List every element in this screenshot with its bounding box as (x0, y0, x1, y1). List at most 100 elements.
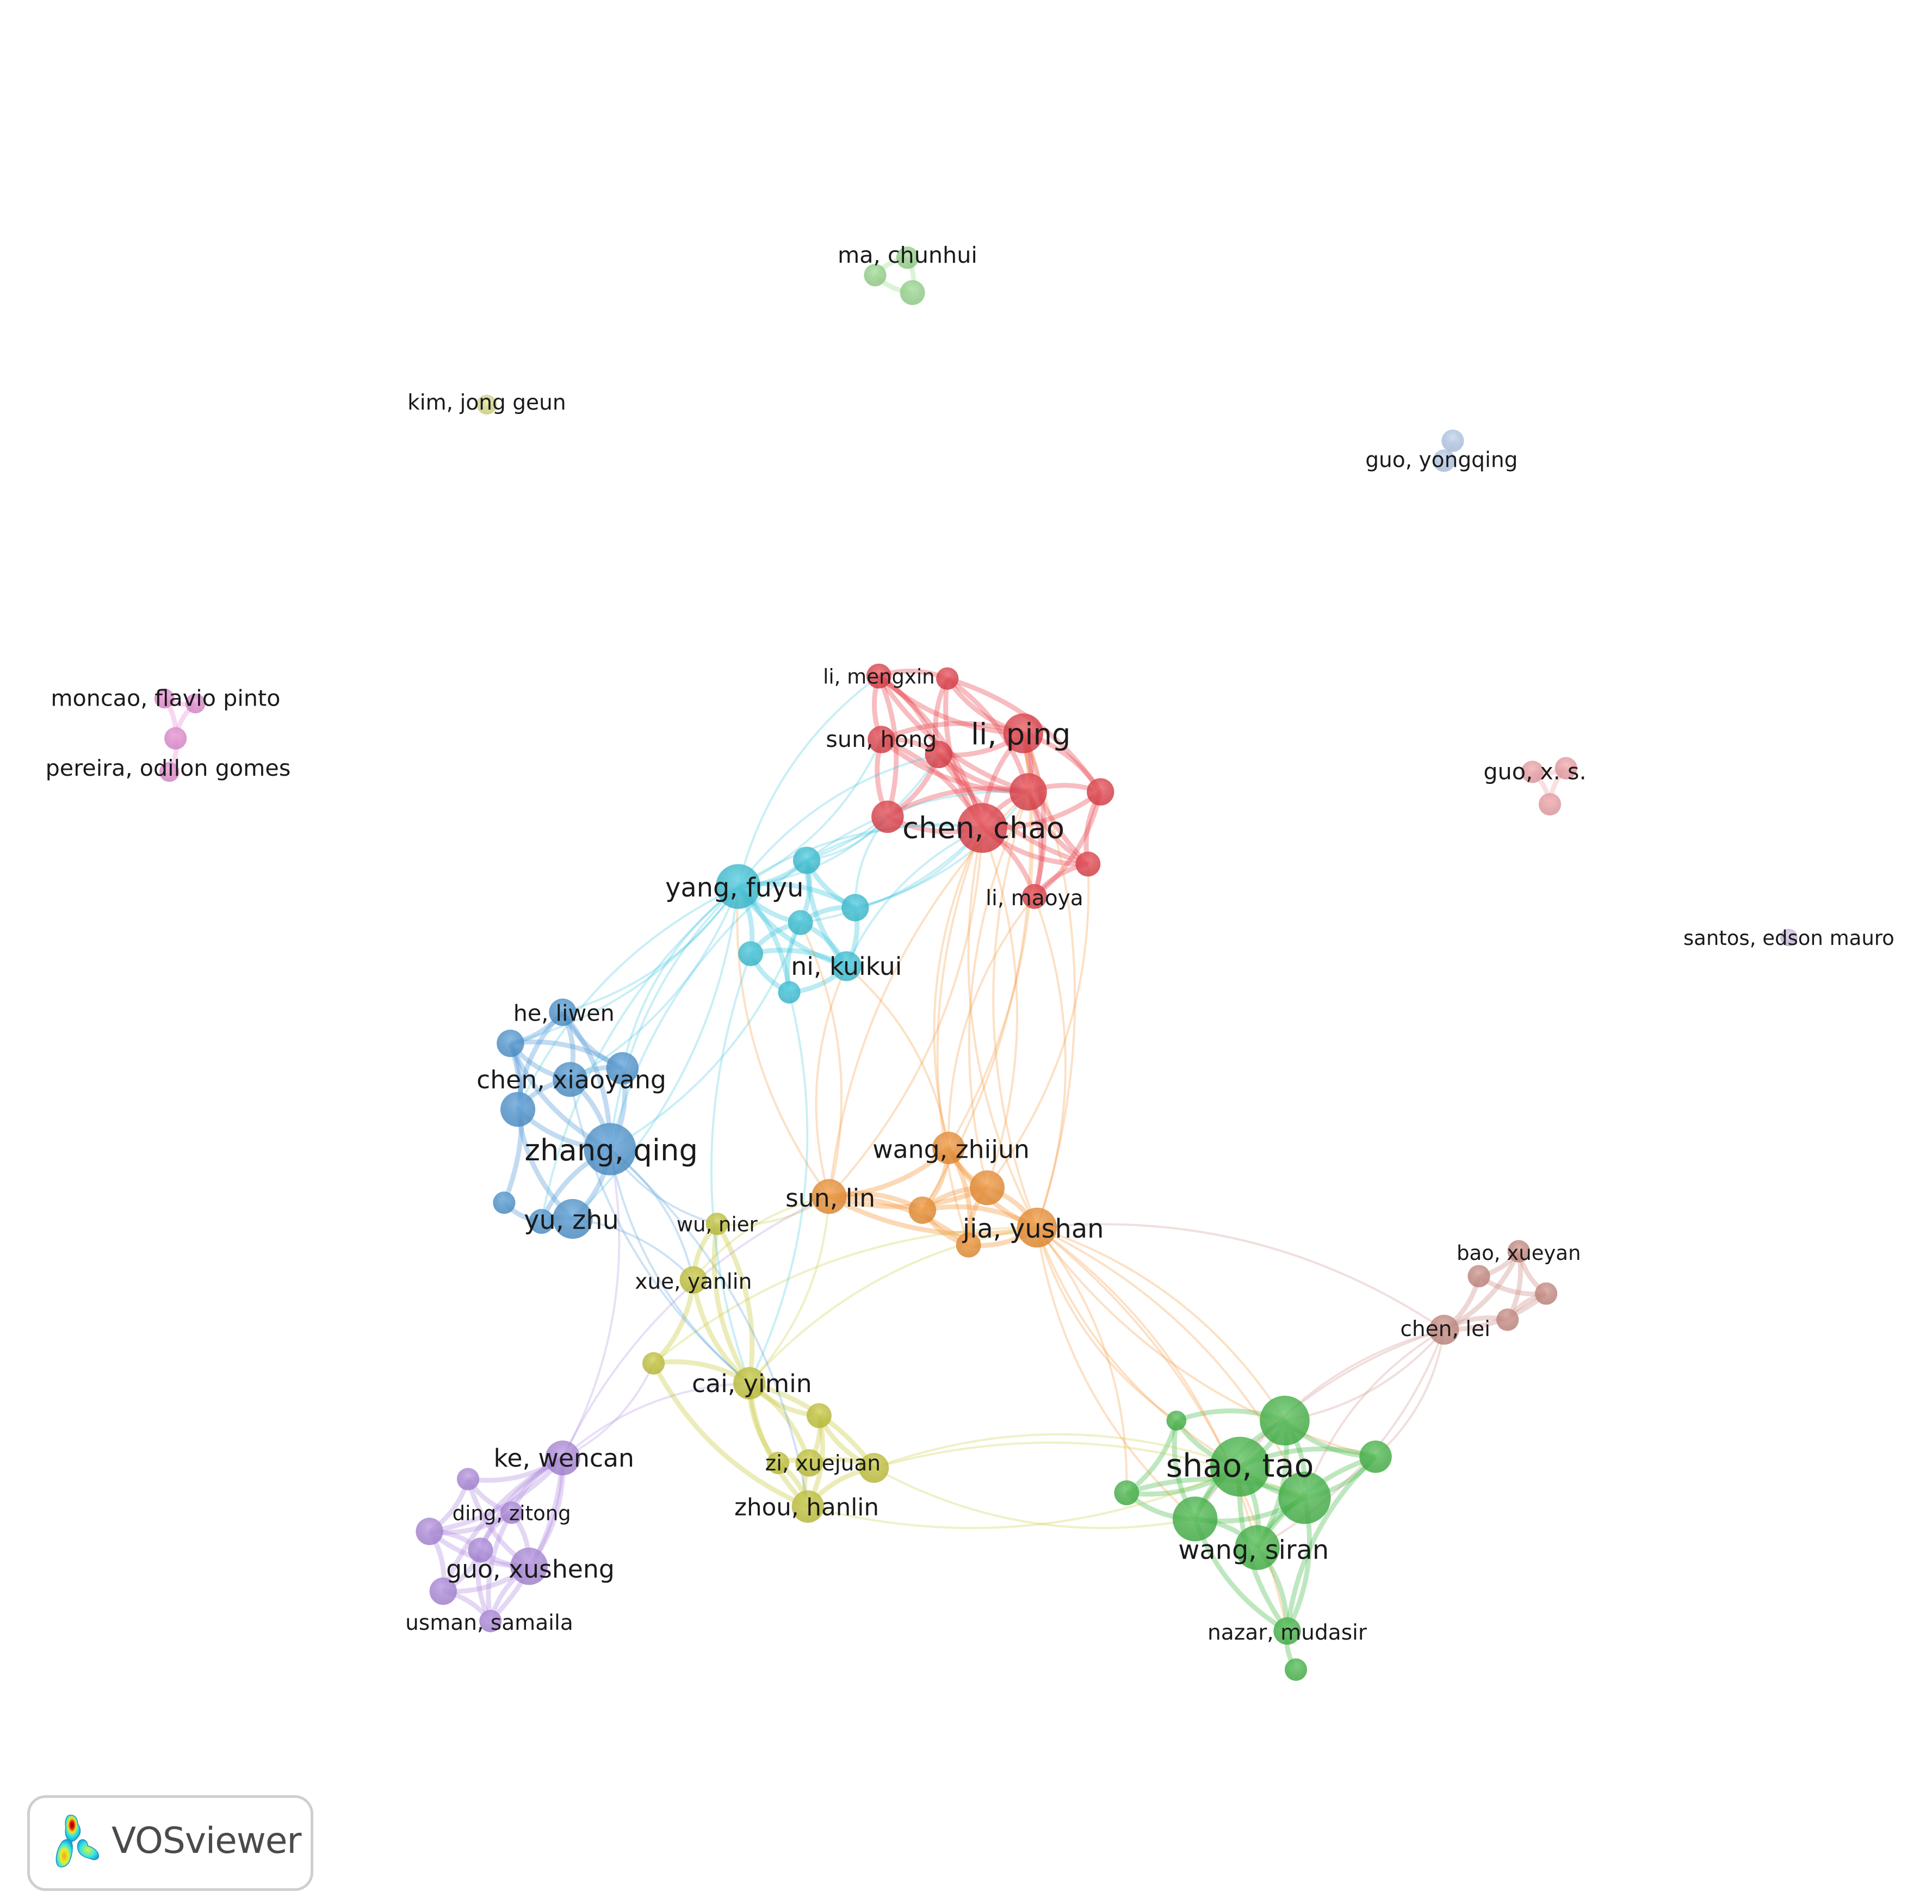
author-node[interactable] (792, 846, 821, 874)
author-label[interactable]: usman, samaila (405, 1611, 573, 1635)
author-label[interactable]: wang, siran (1178, 1535, 1329, 1565)
author-node[interactable] (1433, 449, 1456, 472)
author-node[interactable] (1284, 1658, 1308, 1681)
author-label[interactable]: wu, nier (677, 1213, 758, 1237)
author-label[interactable]: guo, xusheng (446, 1555, 615, 1584)
author-node[interactable] (1467, 1265, 1490, 1288)
author-node[interactable] (1534, 1282, 1558, 1305)
author-label[interactable]: yang, fuyu (665, 873, 803, 903)
author-node[interactable] (969, 1170, 1005, 1206)
author-node[interactable] (497, 1029, 524, 1058)
author-node[interactable] (1441, 429, 1464, 452)
author-node[interactable] (159, 762, 179, 782)
author-node[interactable] (908, 1196, 937, 1224)
author-node[interactable] (1260, 1395, 1310, 1446)
author-node[interactable] (1507, 1240, 1530, 1263)
author-node[interactable] (900, 280, 925, 305)
author-node[interactable] (500, 1092, 536, 1127)
author-node[interactable] (733, 1367, 766, 1400)
author-node[interactable] (416, 1517, 443, 1546)
author-label[interactable]: guo, yongqing (1365, 448, 1518, 472)
author-label[interactable]: xue, yanlin (635, 1270, 752, 1294)
author-node[interactable] (456, 1468, 480, 1491)
author-node[interactable] (1210, 1437, 1270, 1497)
author-node[interactable] (529, 1209, 554, 1234)
author-node[interactable] (1114, 1480, 1140, 1506)
author-node[interactable] (476, 394, 497, 415)
author-node[interactable] (545, 1441, 580, 1476)
author-node[interactable] (859, 1452, 889, 1483)
author-label[interactable]: santos, edson mauro (1683, 926, 1894, 950)
author-node[interactable] (868, 726, 895, 753)
author-node[interactable] (956, 1232, 981, 1258)
author-label[interactable]: wang, zhijun (872, 1135, 1030, 1164)
author-node[interactable] (831, 951, 862, 981)
author-label[interactable]: pereira, odilon gomes (46, 755, 291, 781)
author-label[interactable]: zi, xuejuan (765, 1451, 881, 1476)
author-node[interactable] (1087, 778, 1114, 806)
author-node[interactable] (841, 894, 869, 922)
author-node[interactable] (1555, 757, 1577, 780)
author-node[interactable] (812, 1179, 847, 1214)
author-label[interactable]: bao, xueyan (1457, 1241, 1581, 1265)
author-node[interactable] (932, 1132, 965, 1164)
author-label[interactable]: ni, kuikui (791, 952, 902, 981)
author-node[interactable] (468, 1537, 493, 1563)
author-label[interactable]: cai, yimin (692, 1369, 812, 1398)
author-label[interactable]: ke, wencan (494, 1444, 635, 1473)
author-label[interactable]: guo, x. s. (1483, 759, 1586, 785)
author-node[interactable] (788, 910, 813, 935)
author-label[interactable]: sun, lin (785, 1184, 875, 1213)
author-node[interactable] (778, 981, 801, 1004)
author-node[interactable] (549, 998, 577, 1026)
author-label[interactable]: chen, lei (1400, 1317, 1490, 1342)
author-node[interactable] (154, 688, 175, 709)
author-node[interactable] (1075, 851, 1101, 877)
author-node[interactable] (791, 1490, 825, 1523)
author-label[interactable]: chen, chao (902, 811, 1064, 845)
author-node[interactable] (1273, 1617, 1301, 1645)
author-node[interactable] (871, 800, 904, 833)
author-node[interactable] (606, 1052, 639, 1085)
author-node[interactable] (705, 1213, 728, 1235)
author-node[interactable] (510, 1547, 548, 1585)
author-node[interactable] (1010, 773, 1047, 811)
author-node[interactable] (766, 1451, 790, 1474)
author-label[interactable]: chen, xiaoyang (476, 1065, 666, 1094)
author-label[interactable]: sun, hong (826, 726, 937, 752)
author-label[interactable]: li, maoya (986, 886, 1083, 911)
author-node[interactable] (866, 663, 891, 689)
author-label[interactable]: ding, zitong (453, 1502, 571, 1525)
author-node[interactable] (1235, 1525, 1280, 1571)
author-node[interactable] (1780, 929, 1798, 947)
author-node[interactable] (479, 1610, 502, 1633)
author-node[interactable] (1496, 1308, 1519, 1331)
author-node[interactable] (716, 864, 761, 909)
author-node[interactable] (925, 740, 952, 769)
author-node[interactable] (1278, 1472, 1331, 1524)
author-node[interactable] (936, 667, 959, 690)
author-node[interactable] (584, 1123, 636, 1176)
author-label[interactable]: li, mengxin (823, 665, 934, 688)
author-label[interactable]: nazar, mudasir (1208, 1621, 1367, 1645)
author-node[interactable] (1172, 1497, 1218, 1542)
author-node[interactable] (500, 1501, 523, 1524)
author-node[interactable] (795, 1449, 823, 1477)
author-node[interactable] (1166, 1411, 1187, 1431)
author-node[interactable] (164, 727, 187, 750)
author-node[interactable] (1538, 793, 1562, 816)
author-label[interactable]: jia, yushan (962, 1214, 1104, 1244)
author-label[interactable]: ma, chunhui (838, 242, 977, 268)
author-label[interactable]: shao, tao (1166, 1447, 1314, 1484)
author-node[interactable] (896, 246, 919, 269)
author-node[interactable] (429, 1577, 457, 1605)
author-label[interactable]: moncao, flavio pinto (51, 685, 280, 712)
author-node[interactable] (807, 1403, 832, 1429)
author-label[interactable]: zhang, qing (524, 1133, 698, 1167)
author-node[interactable] (553, 1199, 593, 1239)
author-node[interactable] (957, 803, 1007, 853)
author-node[interactable] (642, 1352, 665, 1375)
author-label[interactable]: kim, jong geun (407, 391, 566, 415)
author-node[interactable] (1022, 883, 1047, 909)
